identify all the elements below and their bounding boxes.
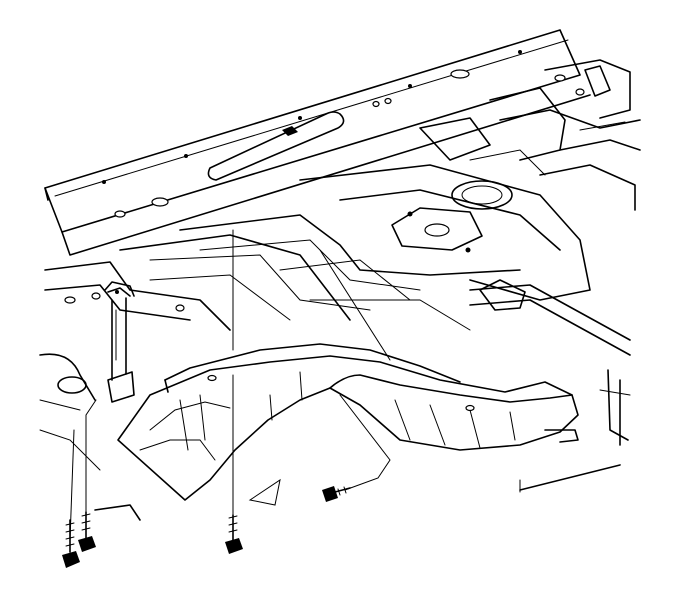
mounting-bracket (104, 281, 135, 403)
heat-shield (117, 343, 579, 501)
bolt-left-1 (62, 519, 80, 568)
bolt-center (225, 514, 243, 554)
upper-frame-rail (44, 29, 591, 256)
bolt-left-2 (78, 511, 96, 552)
bolt-right-horizontal (322, 486, 351, 502)
left-lower-area (39, 353, 281, 521)
alignment-lines (69, 229, 521, 541)
floor-pan (149, 164, 591, 311)
lower-floor (44, 234, 471, 331)
right-upper-structure (419, 59, 641, 211)
right-lower-frame (469, 279, 631, 491)
